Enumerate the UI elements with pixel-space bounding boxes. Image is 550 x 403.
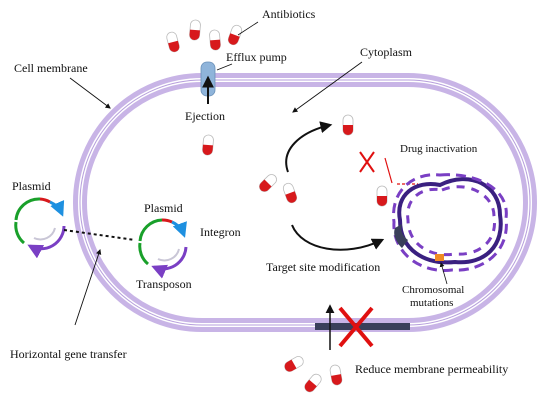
plasmid-label-outside: Plasmid — [12, 179, 51, 193]
permeability-cross — [338, 306, 374, 348]
antibiotic-capsules-bottom — [282, 354, 344, 395]
cell-membrane-label: Cell membrane — [14, 61, 88, 75]
antibiotic-capsules-top — [165, 19, 244, 54]
plasmid-inside — [138, 218, 188, 279]
mutations-label: mutations — [410, 297, 453, 309]
antibiotics-label: Antibiotics — [262, 7, 316, 21]
inactivation-link — [384, 157, 393, 184]
chromosomal-label: Chromosomal — [402, 284, 464, 296]
chromosome — [392, 173, 508, 272]
efflux-pointer — [216, 63, 233, 71]
capsule-cytoplasm-1 — [256, 171, 280, 195]
cell-membrane-pointer — [69, 77, 111, 109]
efflux-pump-label: Efflux pump — [226, 50, 287, 64]
mutation-site — [435, 254, 444, 261]
plasmid-outside — [14, 197, 66, 259]
capsule-inactivated-top — [342, 114, 354, 136]
horizontal-gene-transfer-label: Horizontal gene transfer — [10, 347, 127, 361]
gene-transfer-pointer — [74, 248, 102, 326]
cytoplasm-label: Cytoplasm — [360, 45, 413, 59]
mutation-pointer — [439, 262, 448, 285]
ejection-label: Ejection — [185, 109, 225, 123]
target-site-arrow — [291, 224, 385, 251]
target-site-block — [394, 224, 408, 248]
antibiotic-capsule-inside — [201, 134, 215, 156]
inactivation-curve-arrow — [285, 121, 333, 173]
closed-porin — [315, 323, 410, 330]
reduce-membrane-permeability-label: Reduce membrane permeability — [355, 362, 508, 376]
antibiotics-pointer — [237, 21, 259, 36]
transposon-label: Transposon — [136, 277, 192, 291]
plasmid-label-inside: Plasmid — [144, 201, 183, 215]
capsule-inactivated — [376, 185, 388, 207]
inactivation-cross — [359, 151, 375, 173]
capsule-cytoplasm-2 — [281, 181, 299, 205]
drug-inactivation-label: Drug inactivation — [400, 143, 478, 155]
cytoplasm-pointer — [292, 61, 363, 113]
gene-transfer-dotted — [63, 229, 136, 241]
cell-membrane — [73, 73, 537, 332]
integron-label: Integron — [200, 225, 241, 239]
target-site-modification-label: Target site modification — [266, 260, 380, 274]
